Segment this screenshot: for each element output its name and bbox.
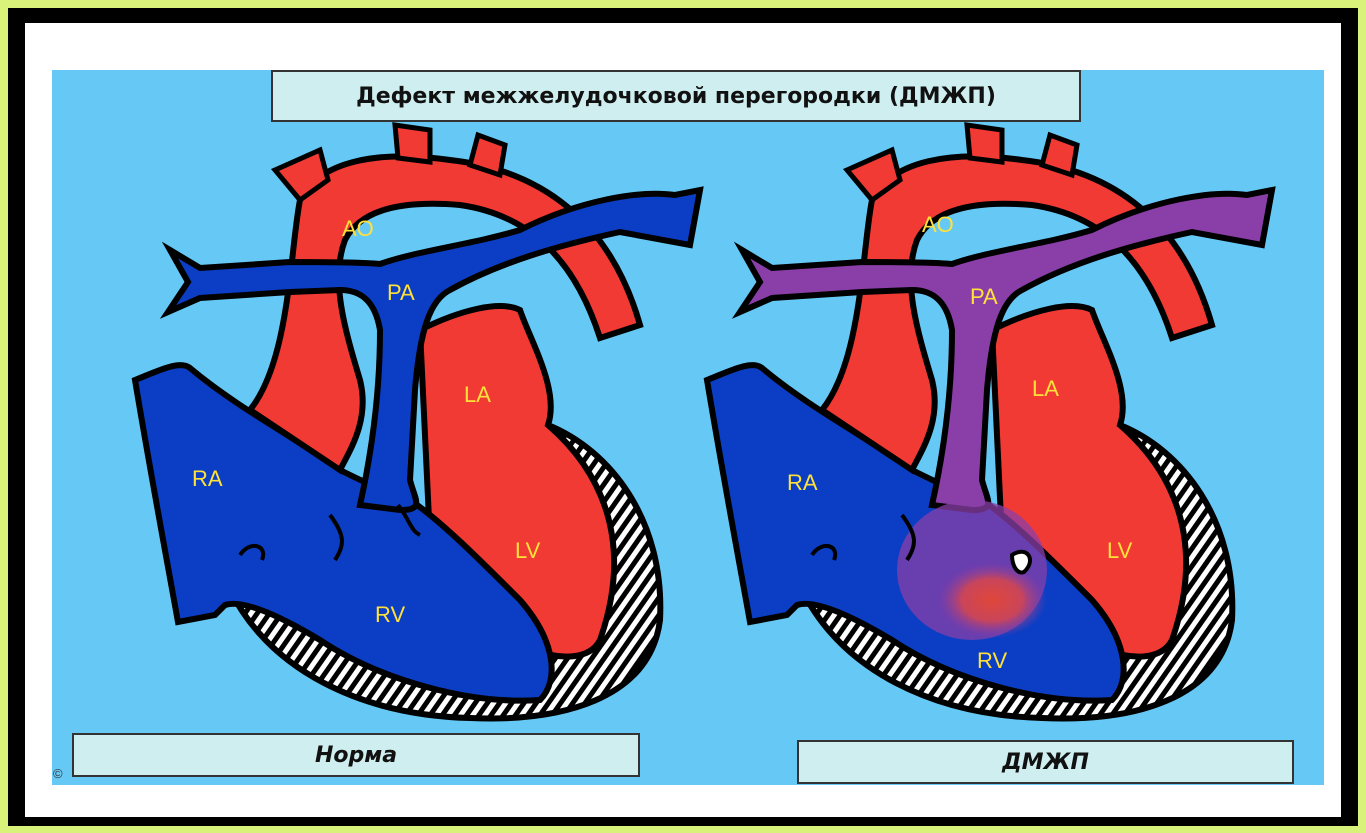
label-ao: AO [922, 212, 954, 237]
heart-normal: AO PA LA RA LV RV [135, 125, 700, 718]
label-la: LA [1032, 376, 1059, 401]
label-ra: RA [787, 470, 818, 495]
aorta-branch-3 [1042, 135, 1077, 175]
label-ao: AO [342, 216, 374, 241]
label-pa: PA [387, 280, 415, 305]
caption-vsd: ДМЖП [797, 740, 1294, 784]
label-ra: RA [192, 466, 223, 491]
label-rv: RV [977, 648, 1007, 673]
aorta-branch-2 [967, 125, 1002, 162]
label-la: LA [464, 382, 491, 407]
aorta-branch-3 [470, 135, 505, 175]
caption-normal: Норма [72, 733, 640, 777]
label-lv: LV [515, 538, 541, 563]
aorta-branch-2 [395, 125, 430, 162]
shunt-flow [937, 562, 1047, 638]
label-pa: PA [970, 284, 998, 309]
heart-vsd: AO PA LA RA LV RV [707, 125, 1272, 718]
label-rv: RV [375, 602, 405, 627]
septal-defect [1012, 552, 1030, 573]
copyright-mark: © [53, 766, 63, 781]
label-lv: LV [1107, 538, 1133, 563]
